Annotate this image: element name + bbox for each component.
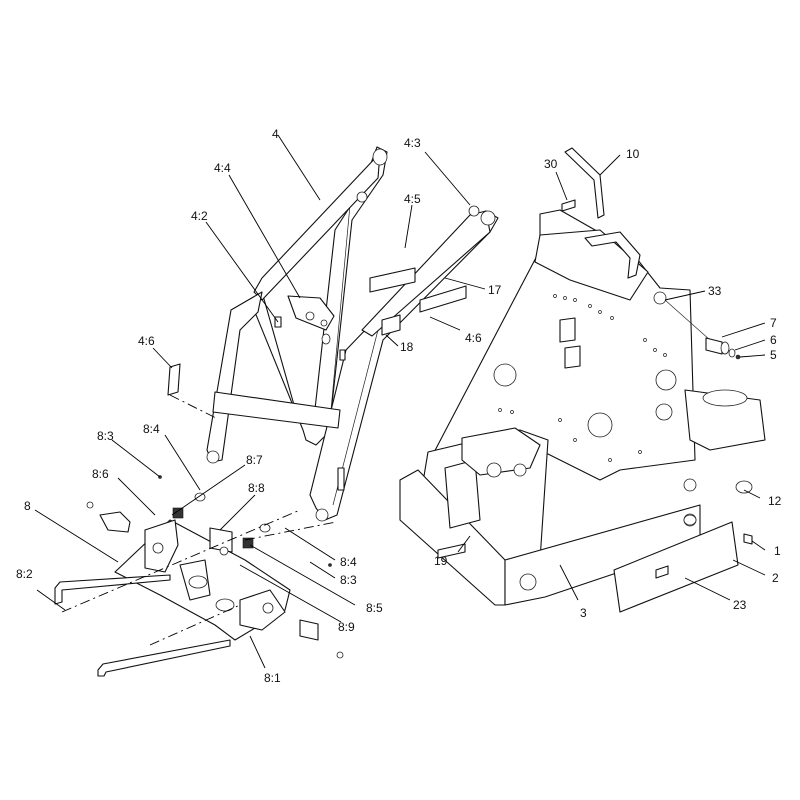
callout-5: 5	[770, 348, 777, 362]
decal-4-5	[369, 267, 416, 293]
callout-4-6-upper: 4:6	[465, 331, 482, 345]
callout-8-6: 8:6	[92, 467, 109, 481]
callout-30: 30	[544, 157, 558, 171]
callout-33: 33	[708, 284, 722, 298]
loader-arm-assembly	[167, 146, 499, 522]
decal-4-6	[167, 363, 181, 396]
callout-labels: 4 4:3 30 10 4:4 4:5 4:2 17 33 7 6 5 4:6 …	[16, 127, 782, 685]
callout-8-8: 8:8	[248, 481, 265, 495]
callout-8-4-bottom: 8:4	[340, 555, 357, 569]
callout-4: 4	[272, 127, 279, 141]
callout-8-9: 8:9	[338, 620, 355, 634]
callout-8-4-top: 8:4	[143, 422, 160, 436]
callout-6: 6	[770, 333, 777, 347]
callout-4-5: 4:5	[404, 192, 421, 206]
callout-4-3: 4:3	[404, 136, 421, 150]
callout-8-1: 8:1	[264, 671, 281, 685]
callout-12: 12	[768, 494, 782, 508]
callout-4-4: 4:4	[214, 161, 231, 175]
callout-8-3-top: 8:3	[97, 429, 114, 443]
decal-17	[419, 285, 467, 313]
handle-10	[564, 147, 605, 219]
callout-8-5: 8:5	[366, 601, 383, 615]
leader-lines	[34, 134, 766, 669]
callout-23: 23	[733, 598, 747, 612]
main-frame	[399, 147, 766, 613]
callout-8-3-bottom: 8:3	[340, 573, 357, 587]
callout-17: 17	[488, 283, 502, 297]
coupler-assembly	[54, 475, 344, 677]
callout-7: 7	[770, 316, 777, 330]
callout-1: 1	[774, 544, 781, 558]
callout-8-7: 8:7	[246, 453, 263, 467]
decal-18	[381, 314, 401, 336]
plate-2	[613, 521, 739, 613]
callout-4-6-left: 4:6	[138, 334, 155, 348]
callout-4-2: 4:2	[191, 209, 208, 223]
callout-3: 3	[580, 606, 587, 620]
callout-19: 19	[434, 554, 448, 568]
callout-8-2: 8:2	[16, 567, 33, 581]
callout-10: 10	[626, 147, 640, 161]
callout-8: 8	[24, 499, 31, 513]
callout-18: 18	[400, 340, 414, 354]
callout-2: 2	[772, 571, 779, 585]
